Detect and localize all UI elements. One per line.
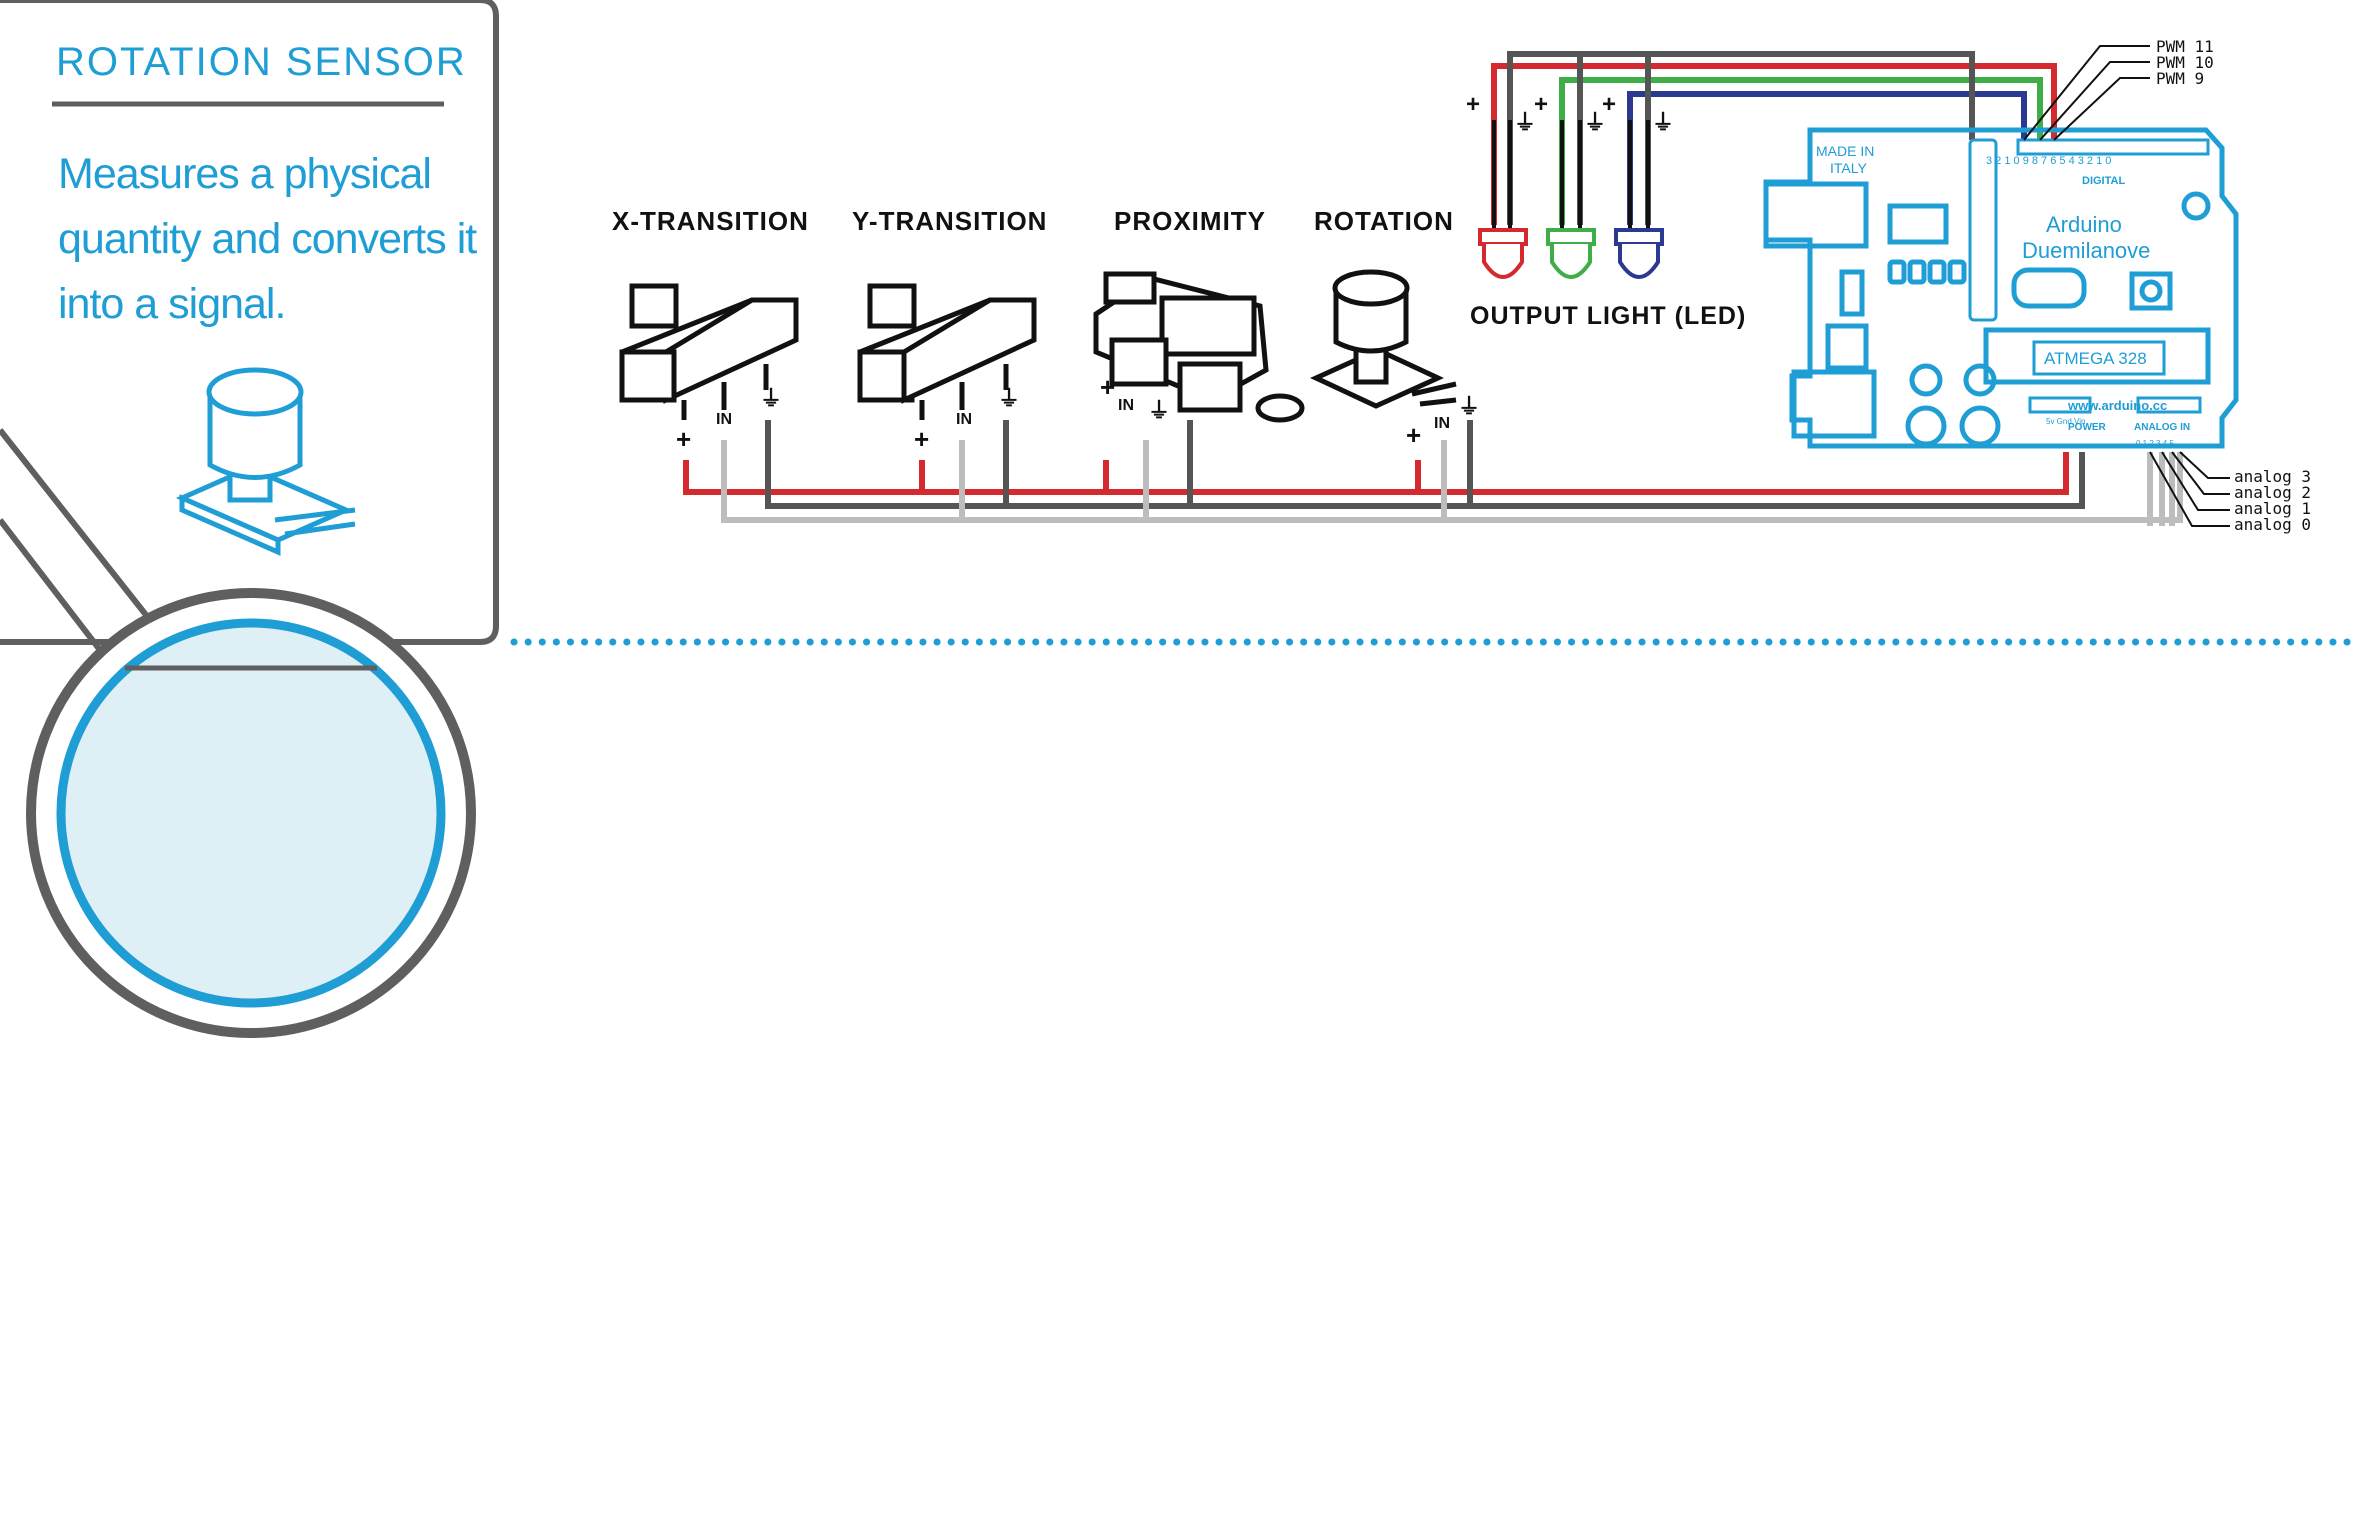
pin-plus: +: [1100, 372, 1115, 402]
pin-plus: +: [1466, 91, 1480, 118]
pin-in: IN: [1434, 415, 1450, 432]
made-in-label: MADE IN: [1816, 143, 1874, 159]
pin-plus: +: [1534, 91, 1548, 118]
sensor-label-x: X-TRANSITION: [612, 206, 809, 236]
sensor-label-rotation: ROTATION: [1314, 206, 1454, 236]
analog-3-label: analog 3: [2234, 467, 2311, 486]
proximity-pins: + IN ⏚: [1100, 372, 1170, 423]
x-transition-slider: [619, 283, 799, 420]
proximity-sensor: [1093, 271, 1305, 423]
pin-in: IN: [716, 411, 732, 428]
callout-description: Measures a physical quantity and convert…: [58, 150, 477, 328]
analog-1-label: analog 1: [2234, 499, 2311, 518]
url-label: www.arduino.cc: [2067, 398, 2167, 413]
led-red: [1478, 120, 1528, 279]
board-name-2: Duemilanove: [2022, 238, 2150, 263]
sensor-label-y: Y-TRANSITION: [852, 206, 1047, 236]
pin-plus: +: [676, 424, 691, 454]
chip-label: ATMEGA 328: [2044, 349, 2147, 368]
pwm-11-label: PWM 11: [2156, 37, 2214, 56]
pwm-leaders: [2023, 45, 2150, 141]
analog-leaders: [2149, 451, 2230, 527]
output-light-label: OUTPUT LIGHT (LED): [1470, 302, 1746, 330]
pin-in: IN: [956, 411, 972, 428]
analog-2-label: analog 2: [2234, 483, 2311, 502]
rotation-sensor: [1310, 269, 1457, 409]
pin-plus: +: [1602, 91, 1616, 118]
digital-label: DIGITAL: [2082, 175, 2125, 187]
ground-icon: ⏚: [1458, 394, 1480, 419]
ground-icon: ⏚: [998, 386, 1020, 411]
rotation-pins: + IN ⏚: [1406, 394, 1480, 450]
callout-title: ROTATION SENSOR: [56, 40, 467, 84]
power-label: POWER: [2068, 422, 2107, 433]
y-transition-pins: + IN ⏚: [914, 386, 1020, 454]
analog-in-label: ANALOG IN: [2134, 422, 2190, 433]
pin-plus: +: [914, 424, 929, 454]
board-name-1: Arduino: [2046, 212, 2122, 237]
pwm-10-label: PWM 10: [2156, 53, 2214, 72]
made-in-italy: ITALY: [1830, 160, 1867, 176]
analog-0-label: analog 0: [2234, 515, 2311, 534]
arduino-board: [1763, 127, 2239, 449]
ground-icon: ⏚: [1652, 110, 1674, 135]
pin-in: IN: [1118, 397, 1134, 414]
rotation-sensor-icon: [175, 367, 356, 556]
callout-panel: [0, 0, 499, 652]
ground-icon: ⏚: [1584, 110, 1606, 135]
ground-icon: ⏚: [1514, 110, 1536, 135]
ground-icon: ⏚: [760, 386, 782, 411]
digital-numbers: 3 2 1 0 9 8 7 6 5 4 3 2 1 0: [1986, 155, 2111, 167]
analog-numbers: 0 1 2 3 4 5: [2136, 439, 2174, 448]
sensor-label-proximity: PROXIMITY: [1114, 206, 1266, 236]
x-transition-pins: + IN ⏚: [676, 386, 782, 454]
ground-icon: ⏚: [1148, 398, 1170, 423]
led-pin-labels: + ⏚ + ⏚ + ⏚: [1466, 91, 1674, 135]
pin-plus: +: [1406, 420, 1421, 450]
arduino-labels: MADE IN ITALY Arduino Duemilanove ATMEGA…: [1816, 143, 2190, 448]
magnifier-lens: [26, 588, 476, 1038]
pwm-9-label: PWM 9: [2156, 69, 2204, 88]
led-blue: [1614, 120, 1664, 279]
power-pins: 5v Gnd Vin: [2046, 417, 2085, 426]
y-transition-slider: [857, 283, 1037, 420]
sensor-bus-wires: [683, 420, 2183, 526]
led-green: [1546, 120, 1596, 279]
